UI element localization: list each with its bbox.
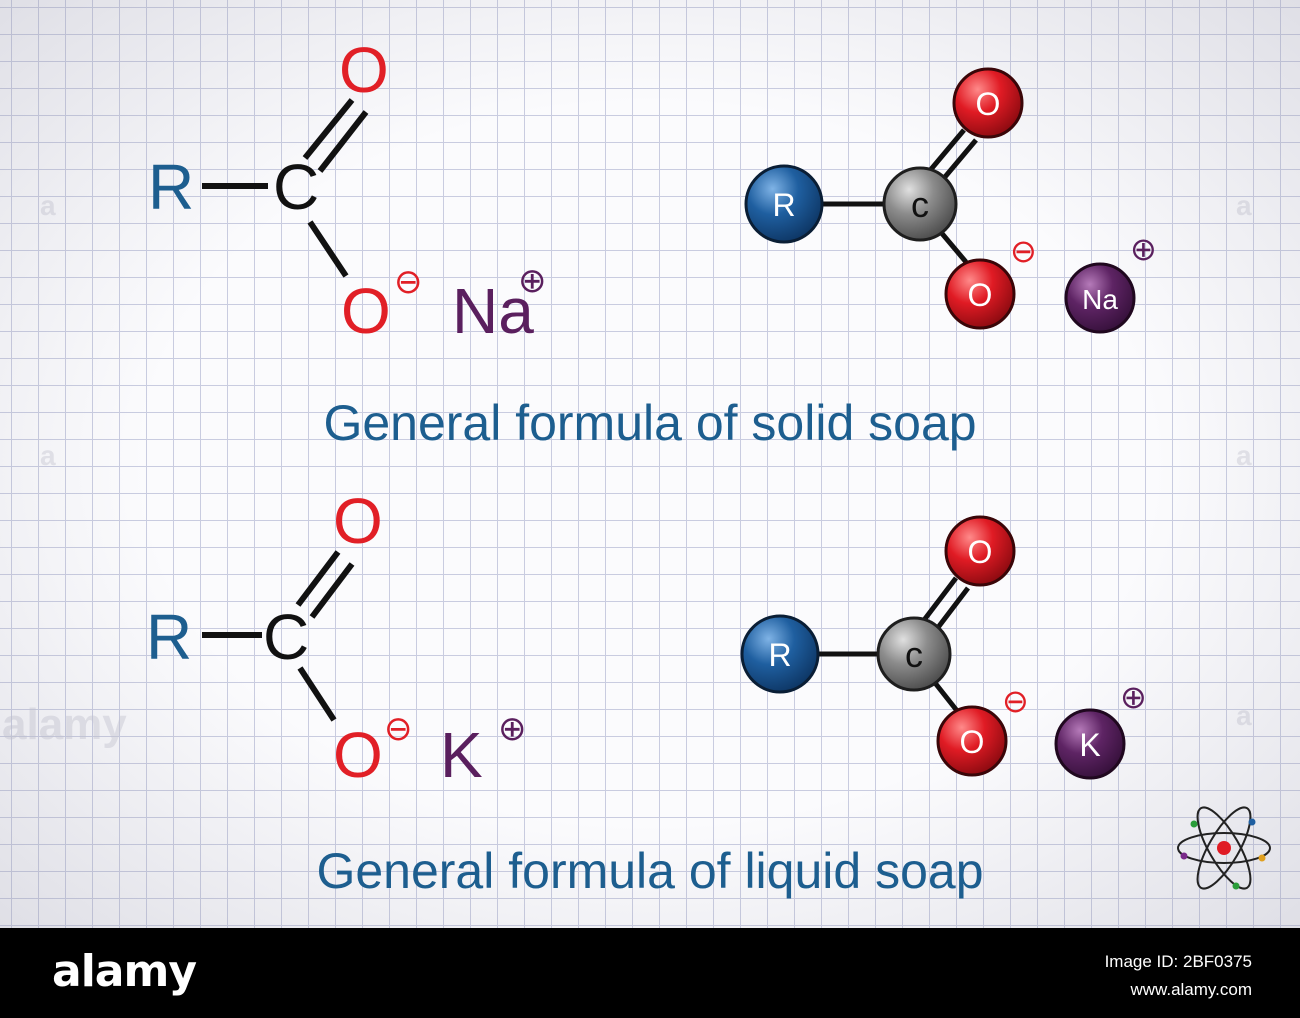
double-bond-2 bbox=[317, 110, 369, 173]
atom-o-bottom: O bbox=[333, 719, 383, 791]
ball-o-top: O bbox=[952, 67, 1024, 139]
single-bond-c-o bbox=[297, 666, 337, 722]
atom-c: C bbox=[273, 151, 319, 223]
watermark-left-1: a bbox=[40, 190, 56, 221]
atom-cation: K bbox=[440, 719, 483, 791]
liquid-soap-title: General formula of liquid soap bbox=[316, 843, 983, 899]
solid-soap-title: General formula of solid soap bbox=[323, 395, 976, 451]
brand-logo: alamy bbox=[52, 946, 197, 997]
charge-plus: ⊕ bbox=[518, 261, 547, 301]
svg-text:c: c bbox=[911, 184, 929, 225]
ball-r: R bbox=[740, 614, 820, 694]
ball-c: c bbox=[882, 166, 958, 242]
watermark-word: alamy bbox=[2, 700, 127, 749]
watermark-right-3: a bbox=[1236, 700, 1252, 731]
svg-text:K: K bbox=[1079, 727, 1100, 763]
atom-o-top: O bbox=[333, 485, 383, 557]
atom-r: R bbox=[148, 151, 194, 223]
charge-minus: ⊖ bbox=[394, 262, 423, 302]
charge-plus: ⊕ bbox=[498, 709, 527, 749]
stock-footer-bar: alamy Image ID: 2BF0375 www.alamy.com bbox=[0, 928, 1300, 1018]
ball-o-top: O bbox=[944, 515, 1016, 587]
solid-skeletal-formula: R C O O ⊖ Na ⊕ bbox=[148, 34, 547, 347]
image-meta: Image ID: 2BF0375 www.alamy.com bbox=[1105, 948, 1252, 1004]
solid-ball-model: R c O O ⊖ Na ⊕ bbox=[744, 67, 1157, 334]
double-bond-2 bbox=[309, 562, 355, 619]
liquid-ball-model: R c O O ⊖ K ⊕ bbox=[740, 515, 1147, 780]
ball-r: R bbox=[744, 164, 824, 244]
image-id: Image ID: 2BF0375 bbox=[1104, 952, 1252, 971]
atom-r: R bbox=[146, 601, 192, 673]
atom-o-top: O bbox=[339, 34, 389, 106]
site-url: www.alamy.com bbox=[1130, 980, 1252, 999]
svg-text:O: O bbox=[968, 534, 993, 570]
svg-text:c: c bbox=[905, 634, 923, 675]
svg-text:O: O bbox=[960, 724, 985, 760]
svg-text:O: O bbox=[968, 277, 993, 313]
ball-charge-plus: ⊕ bbox=[1120, 678, 1147, 716]
soap-formula-diagram: R C O O ⊖ Na ⊕ R c O O ⊖ Na bbox=[146, 34, 1271, 899]
ball-cation: K bbox=[1054, 708, 1126, 780]
grid-paper-background bbox=[0, 0, 1300, 928]
double-bond-1 bbox=[302, 98, 355, 160]
ball-charge-plus: ⊕ bbox=[1130, 230, 1157, 268]
charge-minus: ⊖ bbox=[384, 709, 413, 749]
svg-text:O: O bbox=[976, 86, 1001, 122]
atom-o-bottom: O bbox=[341, 275, 391, 347]
watermark-left-2: a bbox=[40, 440, 56, 471]
ball-o-bottom: O bbox=[936, 705, 1008, 777]
atom-logo-icon bbox=[1177, 806, 1271, 890]
ball-cation: Na bbox=[1064, 262, 1136, 334]
ball-charge-minus: ⊖ bbox=[1010, 232, 1037, 270]
liquid-skeletal-formula: R C O O ⊖ K ⊕ bbox=[146, 485, 527, 791]
double-bond-1 bbox=[295, 550, 341, 607]
svg-text:R: R bbox=[772, 187, 795, 223]
single-bond-c-o bbox=[307, 220, 349, 278]
watermark-right-1: a bbox=[1236, 190, 1252, 221]
ball-o-bottom: O bbox=[944, 258, 1016, 330]
watermark-right-2: a bbox=[1236, 440, 1252, 471]
atom-c: C bbox=[263, 601, 309, 673]
atom-cation: Na bbox=[452, 275, 534, 347]
ball-charge-minus: ⊖ bbox=[1002, 682, 1029, 720]
svg-text:R: R bbox=[768, 637, 791, 673]
svg-text:Na: Na bbox=[1082, 284, 1118, 315]
ball-c: c bbox=[876, 616, 952, 692]
